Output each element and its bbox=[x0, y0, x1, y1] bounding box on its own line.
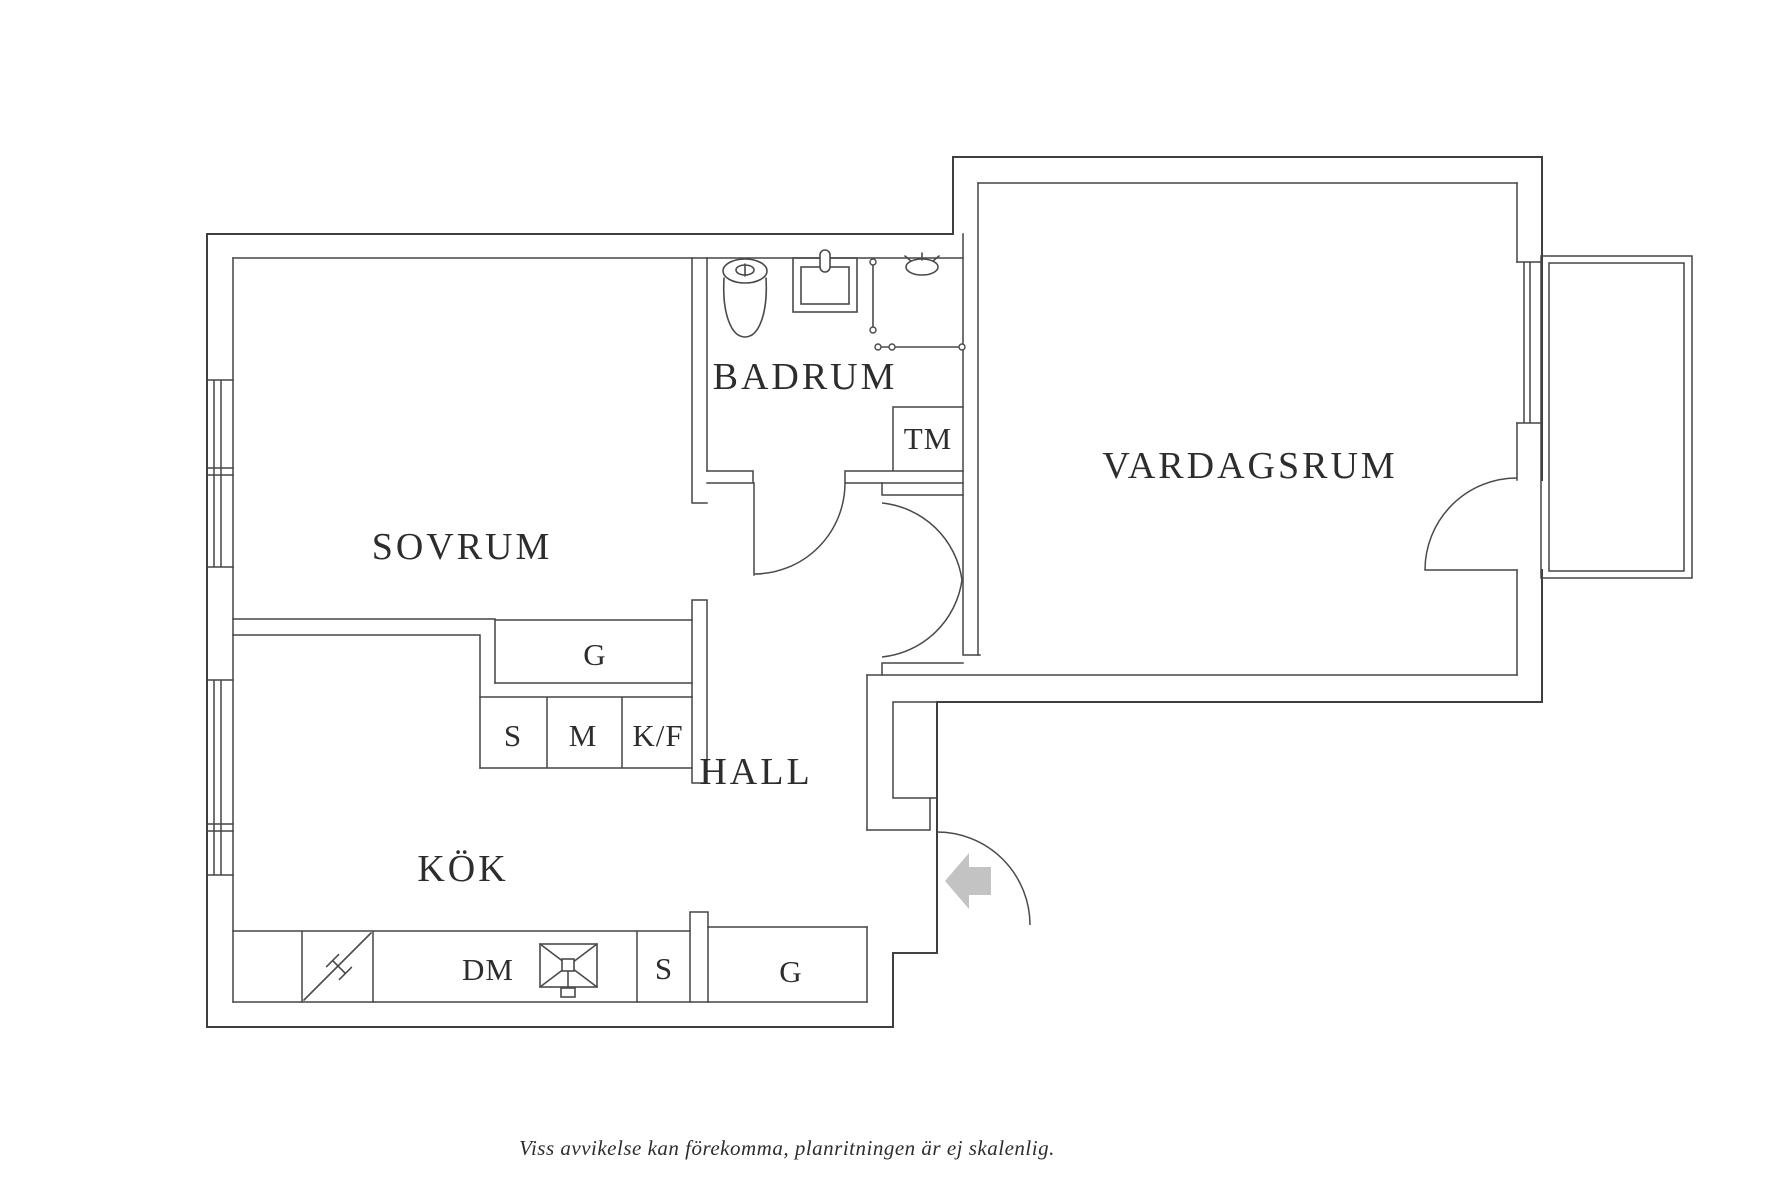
washing-machine-niche bbox=[892, 406, 964, 471]
cabinet-s-bedroom-label: S bbox=[504, 718, 522, 753]
kitchen-counter bbox=[232, 930, 691, 1003]
shower-icon bbox=[869, 252, 966, 351]
toilet-icon bbox=[722, 258, 768, 338]
bedroom-window bbox=[206, 379, 234, 568]
livingroom-window bbox=[1516, 261, 1543, 424]
outer-walls bbox=[206, 156, 1543, 1028]
balcony-door bbox=[1424, 477, 1518, 571]
bedroom-wardrobe bbox=[494, 619, 693, 684]
cabinet-s-kitchen-label: S bbox=[655, 951, 673, 986]
kitchen-label: KÖK bbox=[417, 848, 508, 890]
kitchen-sink-icon bbox=[539, 943, 598, 998]
livingroom-label: VARDAGSRUM bbox=[1102, 445, 1397, 487]
livingroom-double-door bbox=[881, 502, 963, 658]
balcony bbox=[1540, 255, 1693, 579]
entry-direction-arrow bbox=[945, 853, 991, 909]
bedroom-label: SOVRUM bbox=[372, 526, 553, 568]
disclaimer-text: Viss avvikelse kan förekomma, planritnin… bbox=[519, 1136, 1055, 1160]
bathroom-sink-icon bbox=[792, 249, 858, 313]
entry-door bbox=[936, 831, 1031, 926]
stove-icon bbox=[303, 932, 372, 1001]
bathroom-label: BADRUM bbox=[713, 356, 898, 398]
fridge-freezer-label: K/F bbox=[632, 718, 683, 753]
cabinet-row-smkf bbox=[479, 696, 693, 769]
washing-machine-label: TM bbox=[904, 421, 953, 456]
arrow-left-icon bbox=[945, 853, 991, 909]
dishwasher-label: DM bbox=[462, 952, 514, 987]
bedroom-wardrobe-label: G bbox=[583, 637, 606, 672]
kitchen-window bbox=[206, 679, 234, 876]
hall-label: HALL bbox=[699, 751, 812, 793]
inner-walls bbox=[232, 182, 1518, 1003]
hall-wardrobe-label: G bbox=[779, 954, 802, 989]
bathroom-door bbox=[753, 482, 846, 576]
cabinet-m-label: M bbox=[569, 718, 598, 753]
